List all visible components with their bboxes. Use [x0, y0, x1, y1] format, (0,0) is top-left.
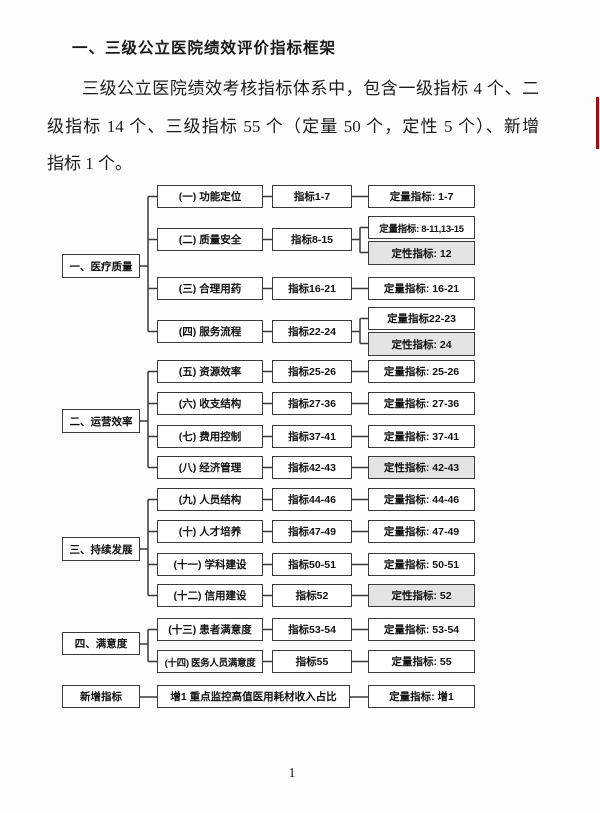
level2-box: (八) 经济管理 [157, 456, 263, 479]
level2-box: (七) 费用控制 [157, 425, 263, 448]
level3-box: 指标8-15 [272, 228, 352, 251]
level3-box: 指标25-26 [272, 360, 352, 383]
detail-box-qualitative: 定性指标: 42-43 [368, 456, 475, 479]
detail-box-quantitative: 定量指标: 16-21 [368, 277, 475, 300]
detail-box-quantitative: 定量指标: 25-26 [368, 360, 475, 383]
level3-box: 指标37-41 [272, 425, 352, 448]
level2-box: (十) 人才培养 [157, 520, 263, 543]
page-title: 一、三级公立医院绩效评价指标框架 [72, 40, 337, 57]
level1-box-operational-efficiency: 二、运营效率 [62, 409, 140, 433]
level3-box: 指标1-7 [272, 185, 352, 208]
revision-mark [596, 97, 599, 149]
detail-box-quantitative: 定量指标: 53-54 [368, 618, 475, 641]
detail-box-quantitative: 定量指标22-23 [368, 307, 475, 330]
level1-box-satisfaction: 四、满意度 [62, 632, 140, 655]
paragraph-line: 指标 1 个。 [47, 154, 132, 173]
level3-box: 指标44-46 [272, 488, 352, 511]
detail-box-qualitative: 定性指标: 24 [368, 332, 475, 356]
level2-box: (一) 功能定位 [157, 185, 263, 208]
level3-box: 指标53-54 [272, 618, 352, 641]
detail-box-quantitative: 定量指标: 1-7 [368, 185, 475, 208]
level2-box: (十二) 信用建设 [157, 584, 263, 607]
level2-box: (五) 资源效率 [157, 360, 263, 383]
detail-box-quantitative: 定量指标: 44-46 [368, 488, 475, 511]
level3-box: 指标47-49 [272, 520, 352, 543]
level3-box: 指标16-21 [272, 277, 352, 300]
detail-box-quantitative: 定量指标: 55 [368, 650, 475, 673]
detail-box-qualitative: 定性指标: 52 [368, 584, 475, 607]
level3-box: 指标22-24 [272, 320, 352, 343]
detail-box-quantitative: 定量指标: 27-36 [368, 392, 475, 415]
intro-paragraph: 三级公立医院绩效考核指标体系中，包含一级指标 4 个、二 级指标 14 个、三级… [47, 70, 539, 183]
new-indicator-box: 增1 重点监控高值医用耗材收入占比 [157, 685, 350, 708]
level1-box-sustainable-development: 三、持续发展 [62, 537, 140, 561]
detail-box-new-indicator: 定量指标: 增1 [368, 685, 475, 708]
detail-box-quantitative: 定量指标: 37-41 [368, 425, 475, 448]
level3-box: 指标27-36 [272, 392, 352, 415]
level1-box-new-indicator: 新增指标 [62, 685, 140, 708]
level3-box: 指标55 [272, 650, 352, 673]
level3-box: 指标42-43 [272, 456, 352, 479]
level2-box: (十三) 患者满意度 [157, 618, 263, 641]
detail-box-quantitative: 定量指标: 47-49 [368, 520, 475, 543]
level2-box: (三) 合理用药 [157, 277, 263, 300]
level2-box: (十一) 学科建设 [157, 553, 263, 576]
level1-box-medical-quality: 一、医疗质量 [62, 254, 140, 278]
level2-box: (九) 人员结构 [157, 488, 263, 511]
level3-box: 指标52 [272, 584, 352, 607]
level2-box: (二) 质量安全 [157, 228, 263, 251]
level2-box: (四) 服务流程 [157, 320, 263, 343]
detail-box-qualitative: 定性指标: 12 [368, 241, 475, 265]
paragraph-line: 三级公立医院绩效考核指标体系中，包含一级指标 4 个、二 [82, 79, 539, 98]
level3-box: 指标50-51 [272, 553, 352, 576]
level2-box: (六) 收支结构 [157, 392, 263, 415]
page-number: 1 [288, 765, 296, 780]
level2-box: (十四) 医务人员满意度 [157, 650, 263, 673]
detail-box-quantitative: 定量指标: 50-51 [368, 553, 475, 576]
detail-box-quantitative: 定量指标: 8-11,13-15 [368, 216, 475, 239]
paragraph-line: 级指标 14 个、三级指标 55 个（定量 50 个，定性 5 个）、新增 [47, 116, 539, 136]
